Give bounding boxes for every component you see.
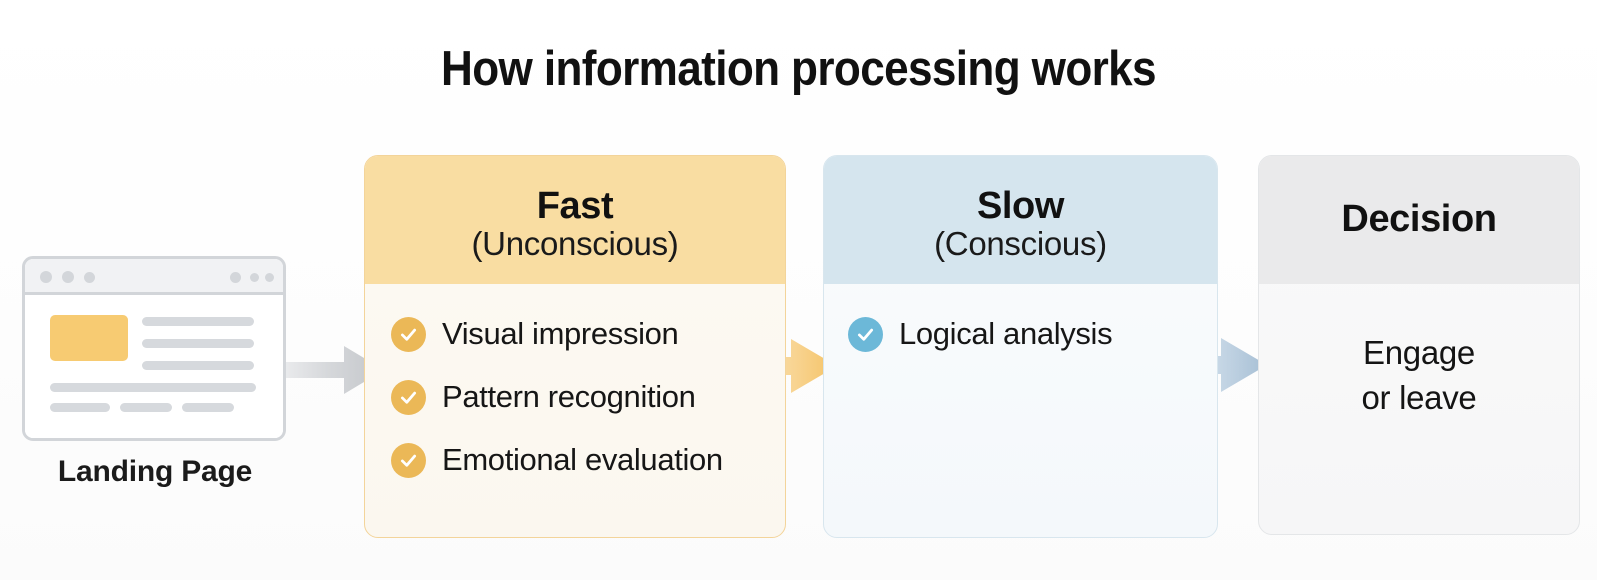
page-title: How information processing works <box>441 42 1157 96</box>
skeleton-text-line <box>50 403 110 412</box>
card-decision-body: Engage or leave <box>1259 284 1579 534</box>
hero-image-placeholder <box>50 315 128 361</box>
list-item-label: Pattern recognition <box>442 379 696 414</box>
card-decision-title: Decision <box>1341 198 1497 241</box>
list-item[interactable]: Logical analysis <box>848 316 1217 352</box>
check-circle-icon <box>848 316 883 352</box>
card-slow-header: Slow (Conscious) <box>824 156 1217 284</box>
skeleton-text-line <box>142 339 254 348</box>
card-fast[interactable]: Fast (Unconscious) Visual impression Pat… <box>364 155 786 538</box>
list-item-label: Visual impression <box>442 316 679 351</box>
decision-line: Engage <box>1363 334 1475 371</box>
card-slow-body: Logical analysis <box>824 284 1217 537</box>
card-slow-subtitle: (Conscious) <box>934 225 1107 263</box>
titlebar-dot-icon <box>230 272 241 283</box>
card-fast-title: Fast <box>536 184 614 227</box>
list-item[interactable]: Visual impression <box>391 316 785 352</box>
card-slow-title: Slow <box>976 184 1065 227</box>
card-fast-header: Fast (Unconscious) <box>365 156 785 284</box>
card-decision-header: Decision <box>1259 156 1579 284</box>
titlebar-dot-icon <box>250 273 259 282</box>
decision-line: or leave <box>1361 378 1477 416</box>
list-item[interactable]: Emotional evaluation <box>391 442 785 478</box>
list-item[interactable]: Pattern recognition <box>391 379 785 415</box>
skeleton-text-line <box>142 361 254 370</box>
arrow-landing-to-fast <box>286 342 384 398</box>
card-fast-subtitle: (Unconscious) <box>471 225 679 263</box>
titlebar-dot-icon <box>84 272 95 283</box>
check-circle-icon <box>391 316 426 352</box>
list-item-label: Emotional evaluation <box>442 442 723 477</box>
titlebar-dot-icon <box>265 273 274 282</box>
card-fast-body: Visual impression Pattern recognition Em… <box>365 284 785 537</box>
browser-window-mockup <box>22 256 286 441</box>
landing-page-label: Landing Page <box>57 455 253 488</box>
skeleton-text-line <box>120 403 172 412</box>
skeleton-text-line <box>142 317 254 326</box>
skeleton-text-line <box>182 403 234 412</box>
titlebar-dot-icon <box>40 271 52 283</box>
browser-content-area <box>25 295 283 438</box>
list-item-label: Logical analysis <box>899 316 1113 351</box>
card-slow[interactable]: Slow (Conscious) Logical analysis <box>823 155 1218 538</box>
skeleton-text-line <box>50 383 256 392</box>
card-decision[interactable]: Decision Engage or leave <box>1258 155 1580 535</box>
browser-frame <box>22 256 286 441</box>
browser-titlebar <box>25 259 283 295</box>
titlebar-dot-icon <box>62 271 74 283</box>
check-circle-icon <box>391 442 426 478</box>
check-circle-icon <box>391 379 426 415</box>
